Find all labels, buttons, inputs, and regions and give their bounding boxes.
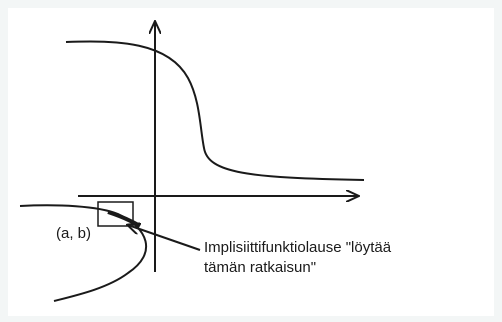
implicit-function-diagram: (a, b) Implisiittifunktiolause "löytää t… [19, 8, 392, 302]
local-solution-segment [107, 210, 142, 228]
annotation-arrow [128, 225, 201, 251]
annotation-line-2: tämän ratkaisun" [204, 259, 316, 276]
diagram-panel: (a, b) Implisiittifunktiolause "löytää t… [8, 8, 494, 316]
annotation-line-1: Implisiittifunktiolause "löytää [204, 239, 392, 256]
neighbourhood-box [97, 201, 134, 227]
point-label: (a, b) [56, 225, 91, 242]
lower-curve [19, 204, 148, 302]
upper-curve [65, 40, 365, 181]
